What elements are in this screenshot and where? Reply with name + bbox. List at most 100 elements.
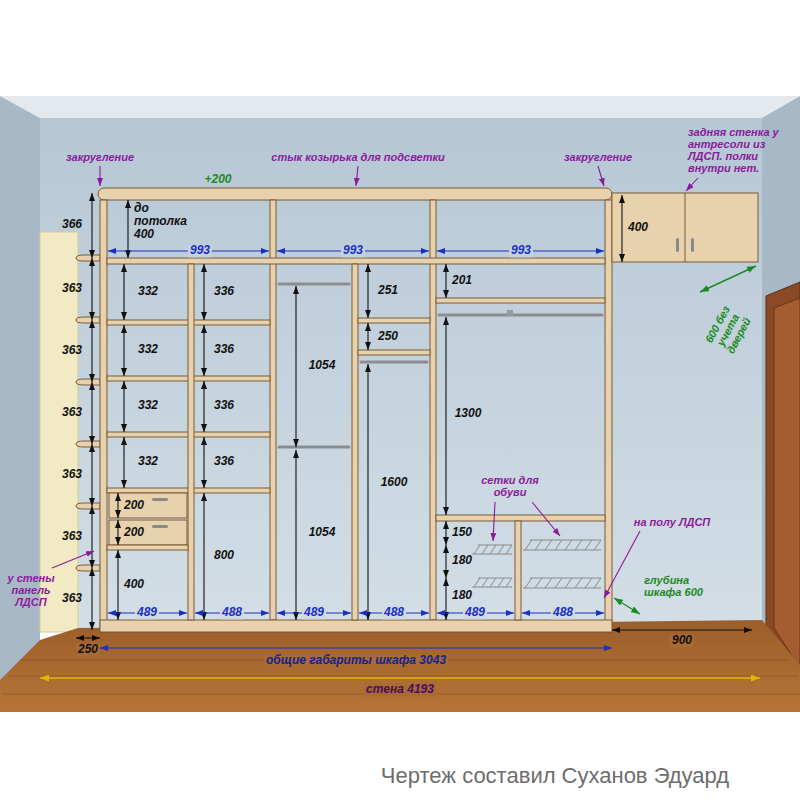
label-anchor: 366 (62, 218, 82, 231)
dimension-number: 363 (62, 468, 82, 481)
note-text: на полу ЛДСП (634, 516, 710, 528)
dimension-line (367, 264, 368, 318)
dimension-line (91, 320, 92, 382)
wardrobe-body (100, 620, 612, 632)
dimension-line (100, 647, 612, 648)
dimension-number: 400 (628, 221, 648, 234)
dimension-number: 366 (62, 218, 82, 231)
dimension-number: 363 (62, 282, 82, 295)
caption-text: Чертеж составил Суханов Эдуард (381, 763, 729, 789)
dimension-line (123, 381, 124, 432)
dimension-number: +200 (204, 173, 231, 186)
label-anchor: 180 (452, 589, 472, 602)
label-anchor: 800 (214, 549, 234, 562)
dimension-number: 900 (670, 634, 694, 647)
dimension-number: 250 (76, 643, 100, 656)
note-text: задняя стенка у антресоли из ЛДСП. полки… (688, 126, 792, 174)
dimension-line (445, 317, 446, 515)
dimension-number: 251 (378, 284, 398, 297)
dimension-line (612, 629, 752, 630)
dimension-line (203, 381, 204, 432)
room-background (0, 96, 40, 712)
dimension-line (445, 521, 446, 545)
leader-line (604, 531, 640, 598)
label-anchor: 200 (124, 526, 144, 539)
note-text: закругление (66, 151, 134, 163)
wardrobe-body (279, 283, 349, 286)
dimension-line (76, 637, 100, 638)
label-anchor: 251 (378, 284, 398, 297)
dimension-number: 363 (62, 406, 82, 419)
note-text: у стены панель ЛДСП (6, 572, 56, 608)
caption-anchor: Чертеж составил Суханов Эдуард (381, 763, 729, 789)
dimension-number: 332 (138, 455, 158, 468)
label-anchor: 332 (138, 455, 158, 468)
label-anchor: закругление (564, 151, 632, 163)
dimension-line (203, 264, 204, 320)
label-anchor: общие габариты шкафа 3043 (264, 654, 448, 667)
dimension-number: 336 (214, 343, 234, 356)
label-anchor: 332 (138, 399, 158, 412)
note-text: закругление (564, 151, 632, 163)
label-anchor: 400 (124, 578, 144, 591)
leader-line (356, 166, 358, 186)
dimension-line (91, 193, 92, 258)
label-anchor: 363 (62, 530, 82, 543)
dimension-line (117, 493, 118, 518)
dimension-number: 993 (188, 244, 212, 257)
label-anchor: 332 (138, 343, 158, 356)
wardrobe-body (152, 525, 168, 528)
wardrobe-body (279, 446, 349, 449)
wardrobe-body (76, 441, 100, 447)
wardrobe-body (352, 264, 358, 620)
dimension-number: 332 (138, 399, 158, 412)
dimension-line (123, 437, 124, 488)
dimension-line (40, 677, 760, 679)
dimension-number: 332 (138, 285, 158, 298)
label-anchor: 993 (188, 244, 212, 257)
label-anchor: на полу ЛДСП (634, 516, 710, 528)
dimension-number: 489 (463, 606, 487, 619)
wardrobe-body (676, 238, 679, 252)
wardrobe-body (76, 379, 100, 385)
label-anchor: 993 (341, 244, 365, 257)
dimension-number: 363 (62, 530, 82, 543)
label-anchor: 336 (214, 399, 234, 412)
dimension-line (91, 506, 92, 568)
leader-line (52, 551, 94, 568)
wardrobe-body (685, 193, 686, 262)
dimension-line (117, 520, 118, 545)
dimension-number: 1054 (309, 526, 336, 539)
wardrobe-body (98, 188, 612, 200)
dimension-number: 489 (302, 606, 326, 619)
wardrobe-body (109, 520, 187, 545)
dimension-line (127, 200, 128, 258)
dimension-line (295, 286, 296, 447)
dimension-line (367, 323, 368, 350)
dimension-line (203, 493, 204, 620)
wardrobe-body (358, 318, 430, 323)
label-anchor: 336 (214, 285, 234, 298)
dimension-number: 488 (382, 606, 406, 619)
wardrobe-body (472, 578, 512, 587)
dimension-number: 332 (138, 343, 158, 356)
dimension-number: 489 (135, 606, 159, 619)
dimension-number: 180 (452, 589, 472, 602)
dimension-number: 200 (124, 499, 144, 512)
wardrobe-body (76, 503, 100, 509)
wardrobe-body (612, 193, 758, 262)
wardrobe-body (76, 188, 758, 632)
room-background (0, 96, 800, 118)
label-anchor: 1300 (455, 407, 482, 420)
room-background (774, 298, 800, 668)
room-background (0, 620, 800, 712)
dimension-number: 363 (62, 344, 82, 357)
dimension-line (91, 568, 92, 630)
dimension-line (91, 444, 92, 506)
leader-line (52, 166, 698, 598)
leader-line (493, 502, 495, 541)
wardrobe-body (100, 200, 107, 632)
label-anchor: 1054 (309, 526, 336, 539)
